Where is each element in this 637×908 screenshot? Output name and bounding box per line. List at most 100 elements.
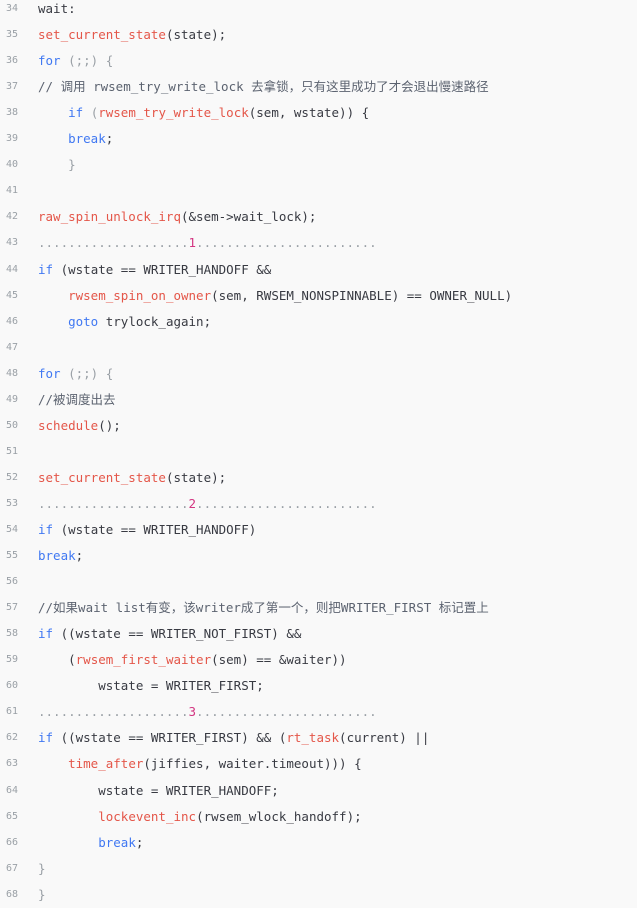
code-line: 58 if ((wstate == WRITER_NOT_FIRST) && [0, 621, 637, 647]
code-token: ; [135, 834, 144, 850]
code-token: rwsem_spin_on_owner [68, 287, 212, 303]
line-number: 66 [6, 836, 19, 848]
code-line: 63 time_after(jiffies, waiter.timeout)))… [0, 751, 637, 777]
code-line: 49//被调度出去 [0, 387, 637, 413]
line-number: 63 [6, 758, 19, 770]
code-token: goto [68, 313, 99, 329]
code-token: .................... [38, 704, 189, 720]
code-token: (jiffies, waiter.timeout))) { [143, 756, 362, 772]
line-number: 65 [6, 810, 19, 822]
line-number: 36 [6, 55, 19, 67]
line-text: ....................2...................… [38, 491, 377, 517]
code-line: 35 set_current_state(state); [0, 22, 637, 48]
code-token: (;;) { [60, 365, 114, 381]
code-line: 61....................3.................… [0, 699, 637, 725]
line-number: 46 [6, 315, 19, 327]
code-token [38, 835, 98, 850]
code-line: 44 if (wstate == WRITER_HANDOFF && [0, 257, 637, 283]
code-token: rt_task [286, 730, 340, 746]
line-text: } [38, 152, 76, 178]
line-number: 35 [6, 29, 19, 41]
code-token: } [38, 886, 46, 902]
code-line: 60 wstate = WRITER_FIRST; [0, 673, 637, 699]
line-number: 43 [6, 237, 19, 249]
code-token: 3 [188, 704, 197, 720]
code-token: (sem) == &waiter)) [211, 652, 347, 668]
code-token: if [68, 105, 84, 121]
code-token: ( [83, 105, 99, 121]
code-line: 45 rwsem_spin_on_owner(sem, RWSEM_NONSPI… [0, 283, 637, 309]
code-token: for [38, 53, 61, 69]
line-text: } [38, 856, 46, 882]
code-line: 51 [0, 439, 637, 465]
code-token: wait: [38, 1, 76, 16]
code-token [38, 288, 68, 303]
line-number: 54 [6, 524, 19, 535]
line-number: 42 [6, 211, 19, 223]
code-token: } [38, 157, 76, 173]
line-text: //如果wait list有变，该writer成了第一个，则把WRITER_FI… [38, 595, 489, 621]
line-text: if (wstate == WRITER_HANDOFF && [38, 257, 271, 283]
code-line: 39 break; [0, 126, 637, 152]
line-text: if (rwsem_try_write_lock(sem, wstate)) { [38, 100, 369, 126]
code-token [38, 105, 68, 120]
code-line: 54 if (wstate == WRITER_HANDOFF) [0, 517, 637, 543]
line-text: rwsem_spin_on_owner(sem, RWSEM_NONSPINNA… [38, 283, 512, 309]
code-line: 40 } [0, 152, 637, 178]
code-token: (); [98, 417, 121, 433]
code-token: (rwsem_wlock_handoff); [196, 808, 362, 824]
code-token: lockevent_inc [98, 808, 197, 824]
line-number: 55 [6, 550, 19, 562]
line-text: goto trylock_again; [38, 309, 211, 335]
code-token: (sem, wstate)) { [248, 105, 370, 121]
line-text: wstate = WRITER_FIRST; [38, 673, 264, 699]
line-text: if ((wstate == WRITER_NOT_FIRST) && [38, 621, 301, 647]
line-text: set_current_state(state); [38, 22, 226, 48]
code-line: 65 lockevent_inc(rwsem_wlock_handoff); [0, 804, 637, 830]
code-token: ........................ [196, 235, 377, 251]
code-token: ........................ [196, 495, 377, 511]
line-text: wait: [38, 0, 76, 22]
code-line: 66 break; [0, 830, 637, 856]
line-text: wstate = WRITER_HANDOFF; [38, 778, 279, 804]
line-text: for (;;) { [38, 361, 113, 387]
code-token: schedule [38, 417, 99, 433]
code-token: ; [105, 131, 114, 147]
line-number: 67 [6, 862, 19, 874]
code-token: (sem, RWSEM_NONSPINNABLE) == OWNER_NULL) [211, 287, 513, 303]
line-text: break; [38, 830, 143, 856]
line-number: 40 [6, 159, 19, 171]
code-token: .................... [38, 495, 189, 511]
code-line: 56 [0, 569, 637, 595]
code-token: if [38, 730, 54, 746]
line-number: 37 [6, 81, 19, 93]
line-text: time_after(jiffies, waiter.timeout))) { [38, 751, 362, 777]
line-text: (rwsem_first_waiter(sem) == &waiter)) [38, 647, 347, 673]
code-token: .................... [38, 235, 189, 251]
code-token: time_after [68, 756, 144, 772]
line-text: for (;;) { [38, 48, 113, 74]
line-text: if ((wstate == WRITER_FIRST) && (rt_task… [38, 725, 429, 751]
line-text: if (wstate == WRITER_HANDOFF) [38, 517, 256, 543]
code-token: ((wstate == WRITER_FIRST) && ( [53, 730, 287, 746]
code-token: break [68, 131, 106, 147]
line-number: 44 [6, 263, 19, 275]
code-line: 36 for (;;) { [0, 48, 637, 74]
code-line: 64 wstate = WRITER_HANDOFF; [0, 778, 637, 804]
line-number: 50 [6, 419, 19, 431]
code-token: break [38, 548, 76, 564]
code-token: (state); [165, 469, 227, 485]
code-line: 68} [0, 882, 637, 908]
line-number: 58 [6, 628, 19, 640]
line-text: // 调用 rwsem_try_write_lock 去拿锁，只有这里成功了才会… [38, 74, 489, 100]
code-token: break [98, 834, 136, 850]
line-text: break; [38, 543, 83, 569]
code-line: 67} [0, 856, 637, 882]
code-token: (state); [165, 27, 227, 43]
line-number: 53 [6, 497, 19, 509]
code-line: 53 ....................2.................… [0, 491, 637, 517]
line-number: 45 [6, 289, 19, 301]
